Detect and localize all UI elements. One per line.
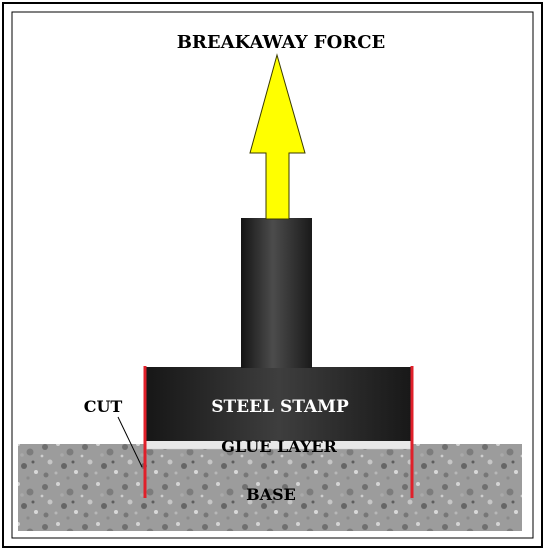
steel-stamp-label: STEEL STAMP — [211, 397, 349, 417]
steel-stamp-flange — [145, 367, 412, 441]
base-label: BASE — [246, 485, 296, 504]
up-arrow-icon — [249, 53, 306, 220]
cut-leader-line — [117, 416, 143, 468]
base-block — [18, 444, 522, 531]
cut-label: CUT — [84, 397, 123, 416]
breakaway-force-label: BREAKAWAY FORCE — [177, 32, 386, 53]
glue-layer-label: GLUE LAYER — [221, 437, 337, 456]
steel-stamp-stem — [241, 218, 312, 368]
figure-inner-frame — [11, 11, 534, 539]
